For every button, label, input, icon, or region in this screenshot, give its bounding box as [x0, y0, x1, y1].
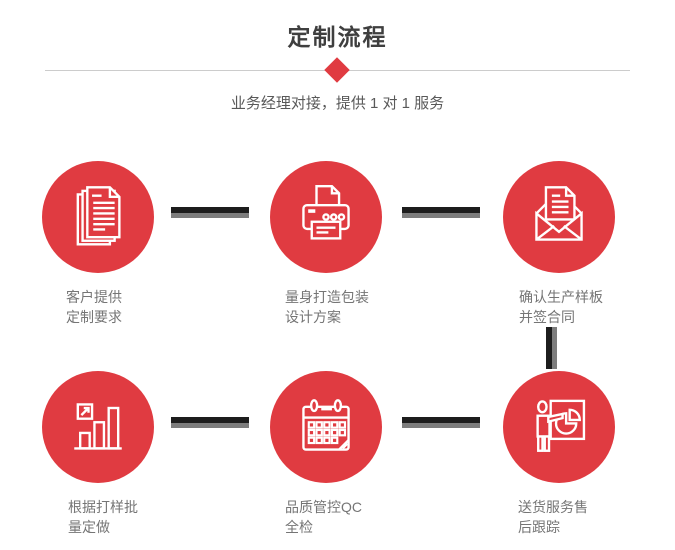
step-label-line: 送货服务售	[518, 499, 588, 515]
step-circle-1	[42, 161, 154, 273]
step-circle-6	[503, 371, 615, 483]
step-label-line: 量定做	[68, 519, 110, 535]
connector-step4-step5	[171, 417, 249, 428]
step-label-line: 定制要求	[66, 309, 122, 325]
step-label-line: 根据打样批	[68, 499, 138, 515]
documents-icon	[76, 186, 121, 246]
step-label-line: 后跟踪	[518, 519, 560, 535]
step-label-line: 全检	[285, 519, 313, 535]
step-label-line: 量身打造包装	[285, 289, 369, 305]
diamond-icon	[324, 57, 350, 83]
page-title: 定制流程	[287, 24, 388, 50]
connector-step5-step6	[402, 417, 480, 428]
step-label-3: 确认生产样板 并签合同	[519, 287, 603, 327]
connector-step2-step3	[402, 207, 480, 218]
step-label-1: 客户提供 定制要求	[66, 287, 122, 327]
printer-icon	[302, 184, 350, 240]
connector-step3-step6	[546, 327, 557, 369]
presentation-icon	[536, 399, 586, 452]
bar-chart-icon	[74, 403, 122, 450]
step-label-line: 确认生产样板	[519, 289, 603, 305]
step-label-line: 并签合同	[519, 309, 575, 325]
step-label-4: 根据打样批 量定做	[68, 497, 138, 537]
calendar-icon	[302, 399, 350, 451]
step-circle-5	[270, 371, 382, 483]
step-label-line: 客户提供	[66, 289, 122, 305]
step-circle-4	[42, 371, 154, 483]
step-label-6: 送货服务售 后跟踪	[518, 497, 588, 537]
envelope-icon	[535, 186, 583, 241]
connector-step1-step2	[171, 207, 249, 218]
step-circle-2	[270, 161, 382, 273]
step-label-2: 量身打造包装 设计方案	[285, 287, 369, 327]
step-label-line: 品质管控QC	[285, 499, 362, 515]
step-circle-3	[503, 161, 615, 273]
step-label-line: 设计方案	[285, 309, 341, 325]
step-label-5: 品质管控QC 全检	[285, 497, 362, 537]
page-subtitle: 业务经理对接，提供 1 对 1 服务	[230, 95, 445, 112]
